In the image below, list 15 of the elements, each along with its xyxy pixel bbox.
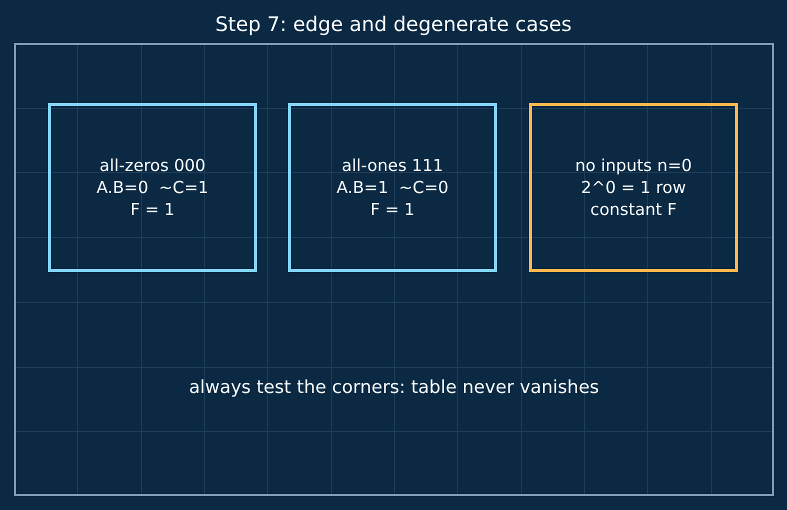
case-heading: all-zeros 000 <box>100 154 206 176</box>
case-box <box>529 103 738 272</box>
case-heading: all-ones 111 <box>342 154 444 176</box>
panel <box>14 43 774 496</box>
case-detail: F = 1 <box>130 198 175 220</box>
case-heading: no inputs n=0 <box>575 154 692 176</box>
case-box <box>48 103 257 272</box>
case-detail: A.B=0 ~C=1 <box>96 176 209 198</box>
case-detail: F = 1 <box>370 198 415 220</box>
case-detail: A.B=1 ~C=0 <box>336 176 449 198</box>
case-box <box>288 103 497 272</box>
case-detail: 2^0 = 1 row <box>581 176 686 198</box>
note-text: always test the corners: table never vanishes <box>188 376 600 400</box>
case-detail: constant F <box>590 198 677 220</box>
diagram-title: Step 7: edge and degenerate cases <box>215 11 572 38</box>
